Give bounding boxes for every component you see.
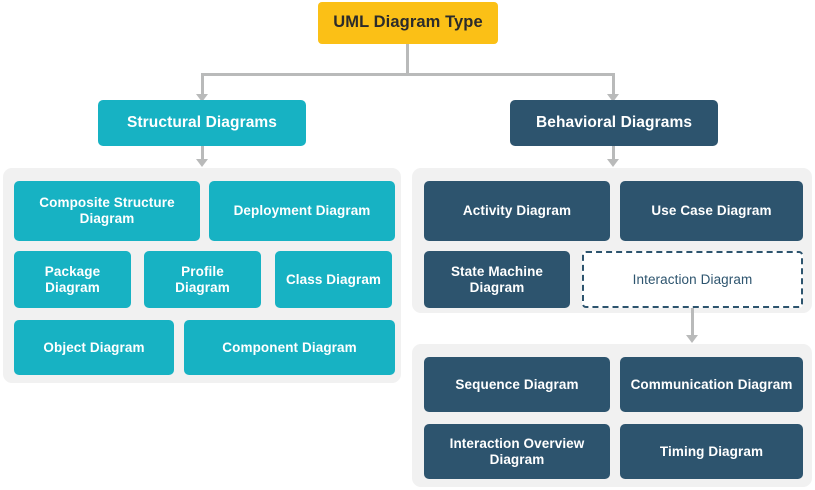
- connector-to-structural: [201, 73, 204, 96]
- node-deployment-diagram[interactable]: Deployment Diagram: [209, 181, 395, 241]
- connector-interaction-to-subpanel: [691, 308, 694, 338]
- node-class-diagram[interactable]: Class Diagram: [275, 251, 392, 308]
- node-uml-diagram-type[interactable]: UML Diagram Type: [318, 2, 498, 44]
- connector-behavioral-to-panel: [612, 146, 615, 162]
- node-use-case-diagram[interactable]: Use Case Diagram: [620, 181, 803, 241]
- connector-root-stem: [406, 44, 409, 76]
- node-structural-diagrams[interactable]: Structural Diagrams: [98, 100, 306, 146]
- node-profile-diagram[interactable]: Profile Diagram: [144, 251, 261, 308]
- node-composite-structure-diagram[interactable]: Composite Structure Diagram: [14, 181, 200, 241]
- node-component-diagram[interactable]: Component Diagram: [184, 320, 395, 375]
- node-object-diagram[interactable]: Object Diagram: [14, 320, 174, 375]
- connector-root-crossbar: [202, 73, 614, 76]
- node-communication-diagram[interactable]: Communication Diagram: [620, 357, 803, 412]
- connector-structural-to-panel: [201, 146, 204, 162]
- node-activity-diagram[interactable]: Activity Diagram: [424, 181, 610, 241]
- arrowhead-behavioral-panel: [607, 159, 619, 167]
- arrowhead-interaction-subpanel: [686, 335, 698, 343]
- arrowhead-to-structural: [196, 94, 208, 102]
- arrowhead-structural-panel: [196, 159, 208, 167]
- node-behavioral-diagrams[interactable]: Behavioral Diagrams: [510, 100, 718, 146]
- arrowhead-to-behavioral: [607, 94, 619, 102]
- node-state-machine-diagram[interactable]: State Machine Diagram: [424, 251, 570, 308]
- node-sequence-diagram[interactable]: Sequence Diagram: [424, 357, 610, 412]
- connector-to-behavioral: [612, 73, 615, 96]
- node-interaction-overview-diagram[interactable]: Interaction Overview Diagram: [424, 424, 610, 479]
- node-timing-diagram[interactable]: Timing Diagram: [620, 424, 803, 479]
- node-interaction-diagram[interactable]: Interaction Diagram: [582, 251, 803, 308]
- node-package-diagram[interactable]: Package Diagram: [14, 251, 131, 308]
